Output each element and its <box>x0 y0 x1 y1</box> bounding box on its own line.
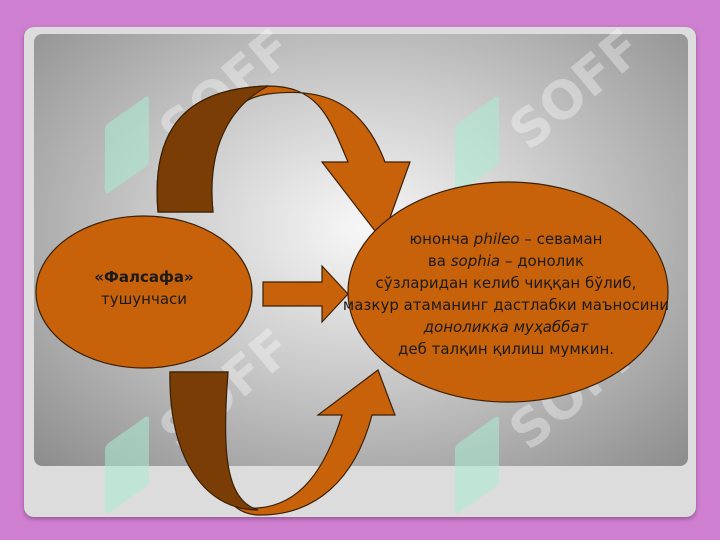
right-node-line-4: мазкур атаманинг дастлабки маъносини <box>342 296 670 314</box>
line2-prefix: ва <box>427 252 451 270</box>
right-node: юнонча phileo – севаман ва sophia – доно… <box>306 228 706 360</box>
middle-arrow <box>262 264 349 324</box>
top-curved-arrow <box>156 85 411 242</box>
line1-term: phileo <box>473 230 520 248</box>
right-node-line-6: деб талқин қилиш мумкин. <box>397 340 615 358</box>
line2-term: sophia <box>450 252 501 270</box>
line1-prefix: юнонча <box>409 230 474 248</box>
right-node-line-3: сўзларидан келиб чиққан бўлиб, <box>375 274 637 292</box>
line1-suffix: – севаман <box>519 230 603 248</box>
right-node-line-2: ва sophia – донолик <box>306 250 706 272</box>
line2-suffix: – донолик <box>500 252 585 270</box>
bottom-curved-arrow <box>169 369 396 516</box>
left-node-title: «Фалсафа» <box>94 268 194 286</box>
left-node-subtitle: тушунчаси <box>100 290 188 308</box>
right-node-line-5: доноликка муҳаббат <box>306 316 706 338</box>
left-node-ellipse <box>35 215 253 369</box>
right-node-line-1: юнонча phileo – севаман <box>306 228 706 250</box>
line5-term: доноликка муҳаббат <box>423 318 589 336</box>
left-node: «Фалсафа» тушунчаси <box>36 266 252 310</box>
right-node-ellipse <box>347 181 669 403</box>
